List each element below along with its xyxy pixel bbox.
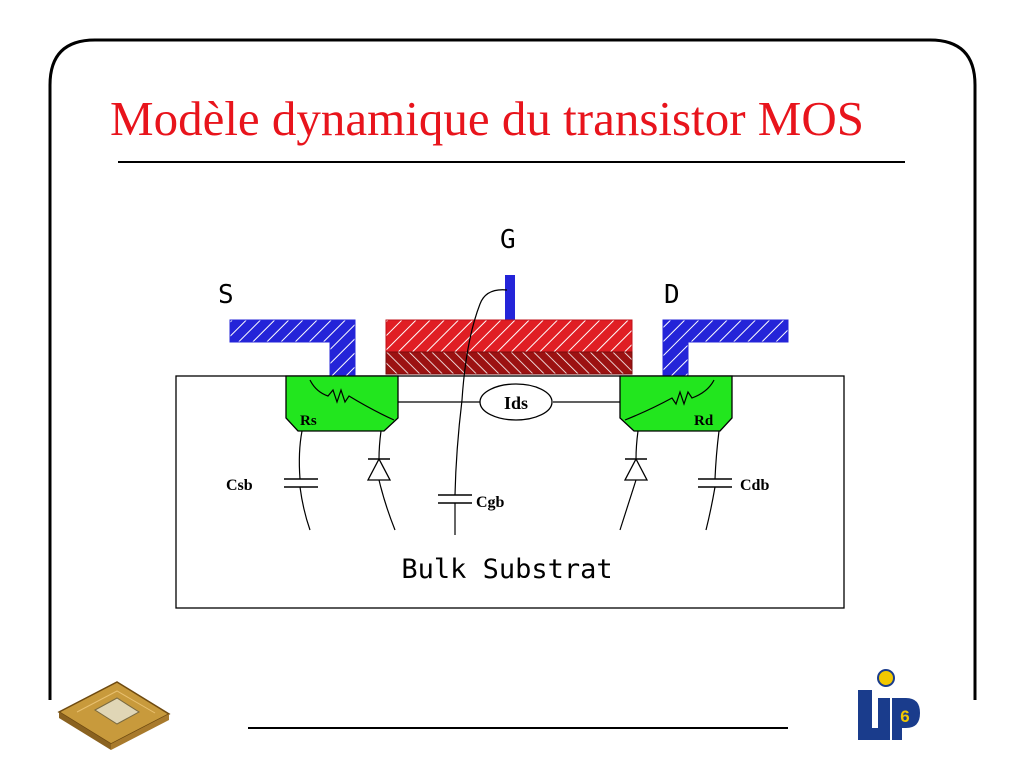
rd-label: Rd xyxy=(694,413,714,429)
cdb-label: Cdb xyxy=(740,477,769,494)
chip-logo xyxy=(57,681,171,750)
gate-oxide xyxy=(385,351,633,375)
cdb-wire-bottom xyxy=(705,486,716,531)
drain-diode-triangle xyxy=(623,457,649,481)
source-label: S xyxy=(218,280,234,310)
csb-wire-bottom xyxy=(299,486,311,531)
ids-source xyxy=(479,383,553,421)
source-diode-wire-top xyxy=(378,430,382,460)
slide-frame xyxy=(48,38,977,700)
csb-label: Csb xyxy=(226,477,253,494)
lip6-logo: 6 xyxy=(858,669,920,740)
drain-label: D xyxy=(664,280,680,310)
svg-text:6: 6 xyxy=(900,707,909,726)
slide-title: Modèle dynamique du transistor MOS xyxy=(110,91,864,146)
rs-resistor xyxy=(309,379,395,421)
cdb-wire-top xyxy=(714,430,720,480)
ids-label: Ids xyxy=(504,393,528,413)
source-metal xyxy=(229,319,356,377)
source-diode-wire-bottom xyxy=(378,479,396,531)
source-diode-triangle xyxy=(366,457,392,481)
source-diffusion xyxy=(285,375,399,432)
cgb-wire xyxy=(454,289,508,496)
gate-label: G xyxy=(500,225,516,255)
substrate-label: Bulk Substrat xyxy=(401,554,612,585)
gate-metal xyxy=(505,275,515,320)
csb-wire-top xyxy=(298,430,303,480)
drain-metal xyxy=(662,319,789,377)
rs-label: Rs xyxy=(300,413,317,429)
gate-poly xyxy=(385,319,633,353)
cgb-label: Cgb xyxy=(476,494,505,511)
substrate-box xyxy=(175,375,845,609)
rd-resistor xyxy=(624,379,715,421)
drain-diode-wire-top xyxy=(635,430,639,460)
drain-diode-wire-bottom xyxy=(619,479,637,531)
